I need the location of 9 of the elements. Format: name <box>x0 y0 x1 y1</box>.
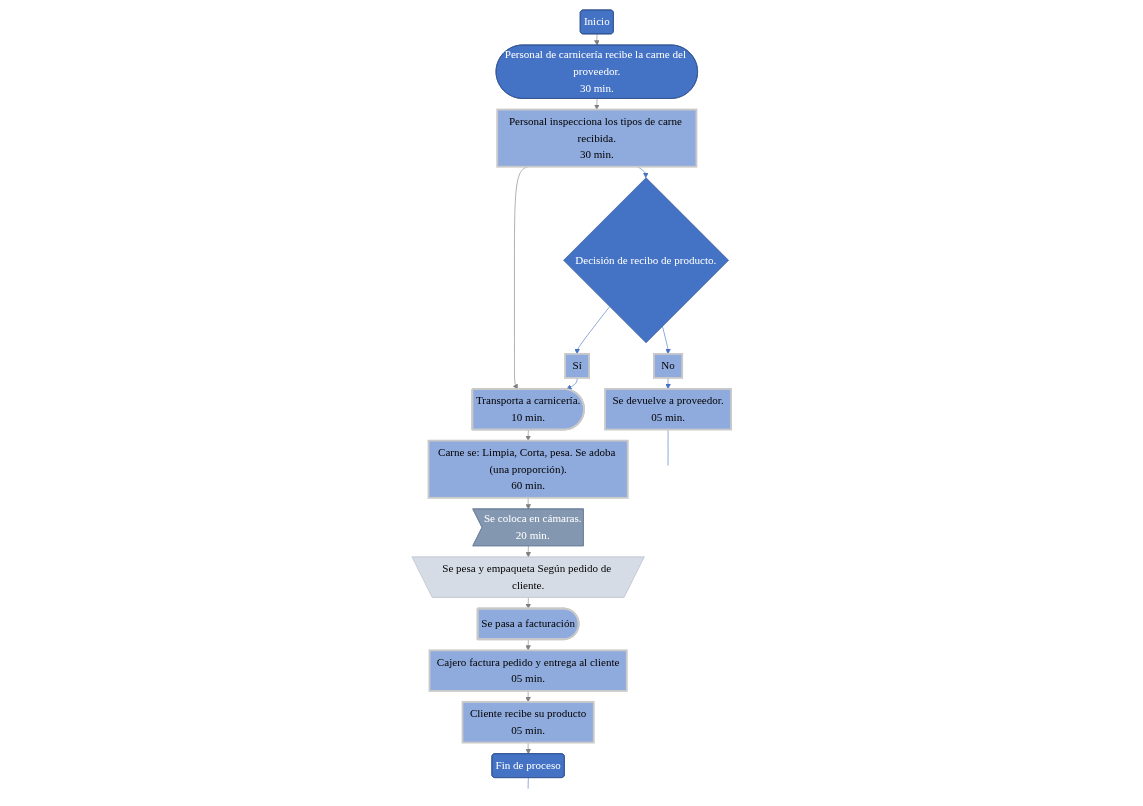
node-box: Cliente recibe su producto 05 min. <box>461 701 595 744</box>
node-box: Sí <box>564 353 590 379</box>
node-box: Carne se: Limpia, Corta, pesa. Se adoba (una proporción). 60 min. <box>427 439 629 499</box>
node-box: Personal inspecciona los tipos de carne recibida. 30 min. <box>496 108 698 168</box>
connector <box>527 777 529 789</box>
node-box: Se devuelve a proveedor. 05 min. <box>604 388 732 431</box>
node-diamond: Decisión de recibo de producto. <box>563 177 729 344</box>
node-box: Cajero factura pedido y entrega al cliente 05 min. <box>428 649 628 692</box>
node-box: No <box>653 353 684 379</box>
